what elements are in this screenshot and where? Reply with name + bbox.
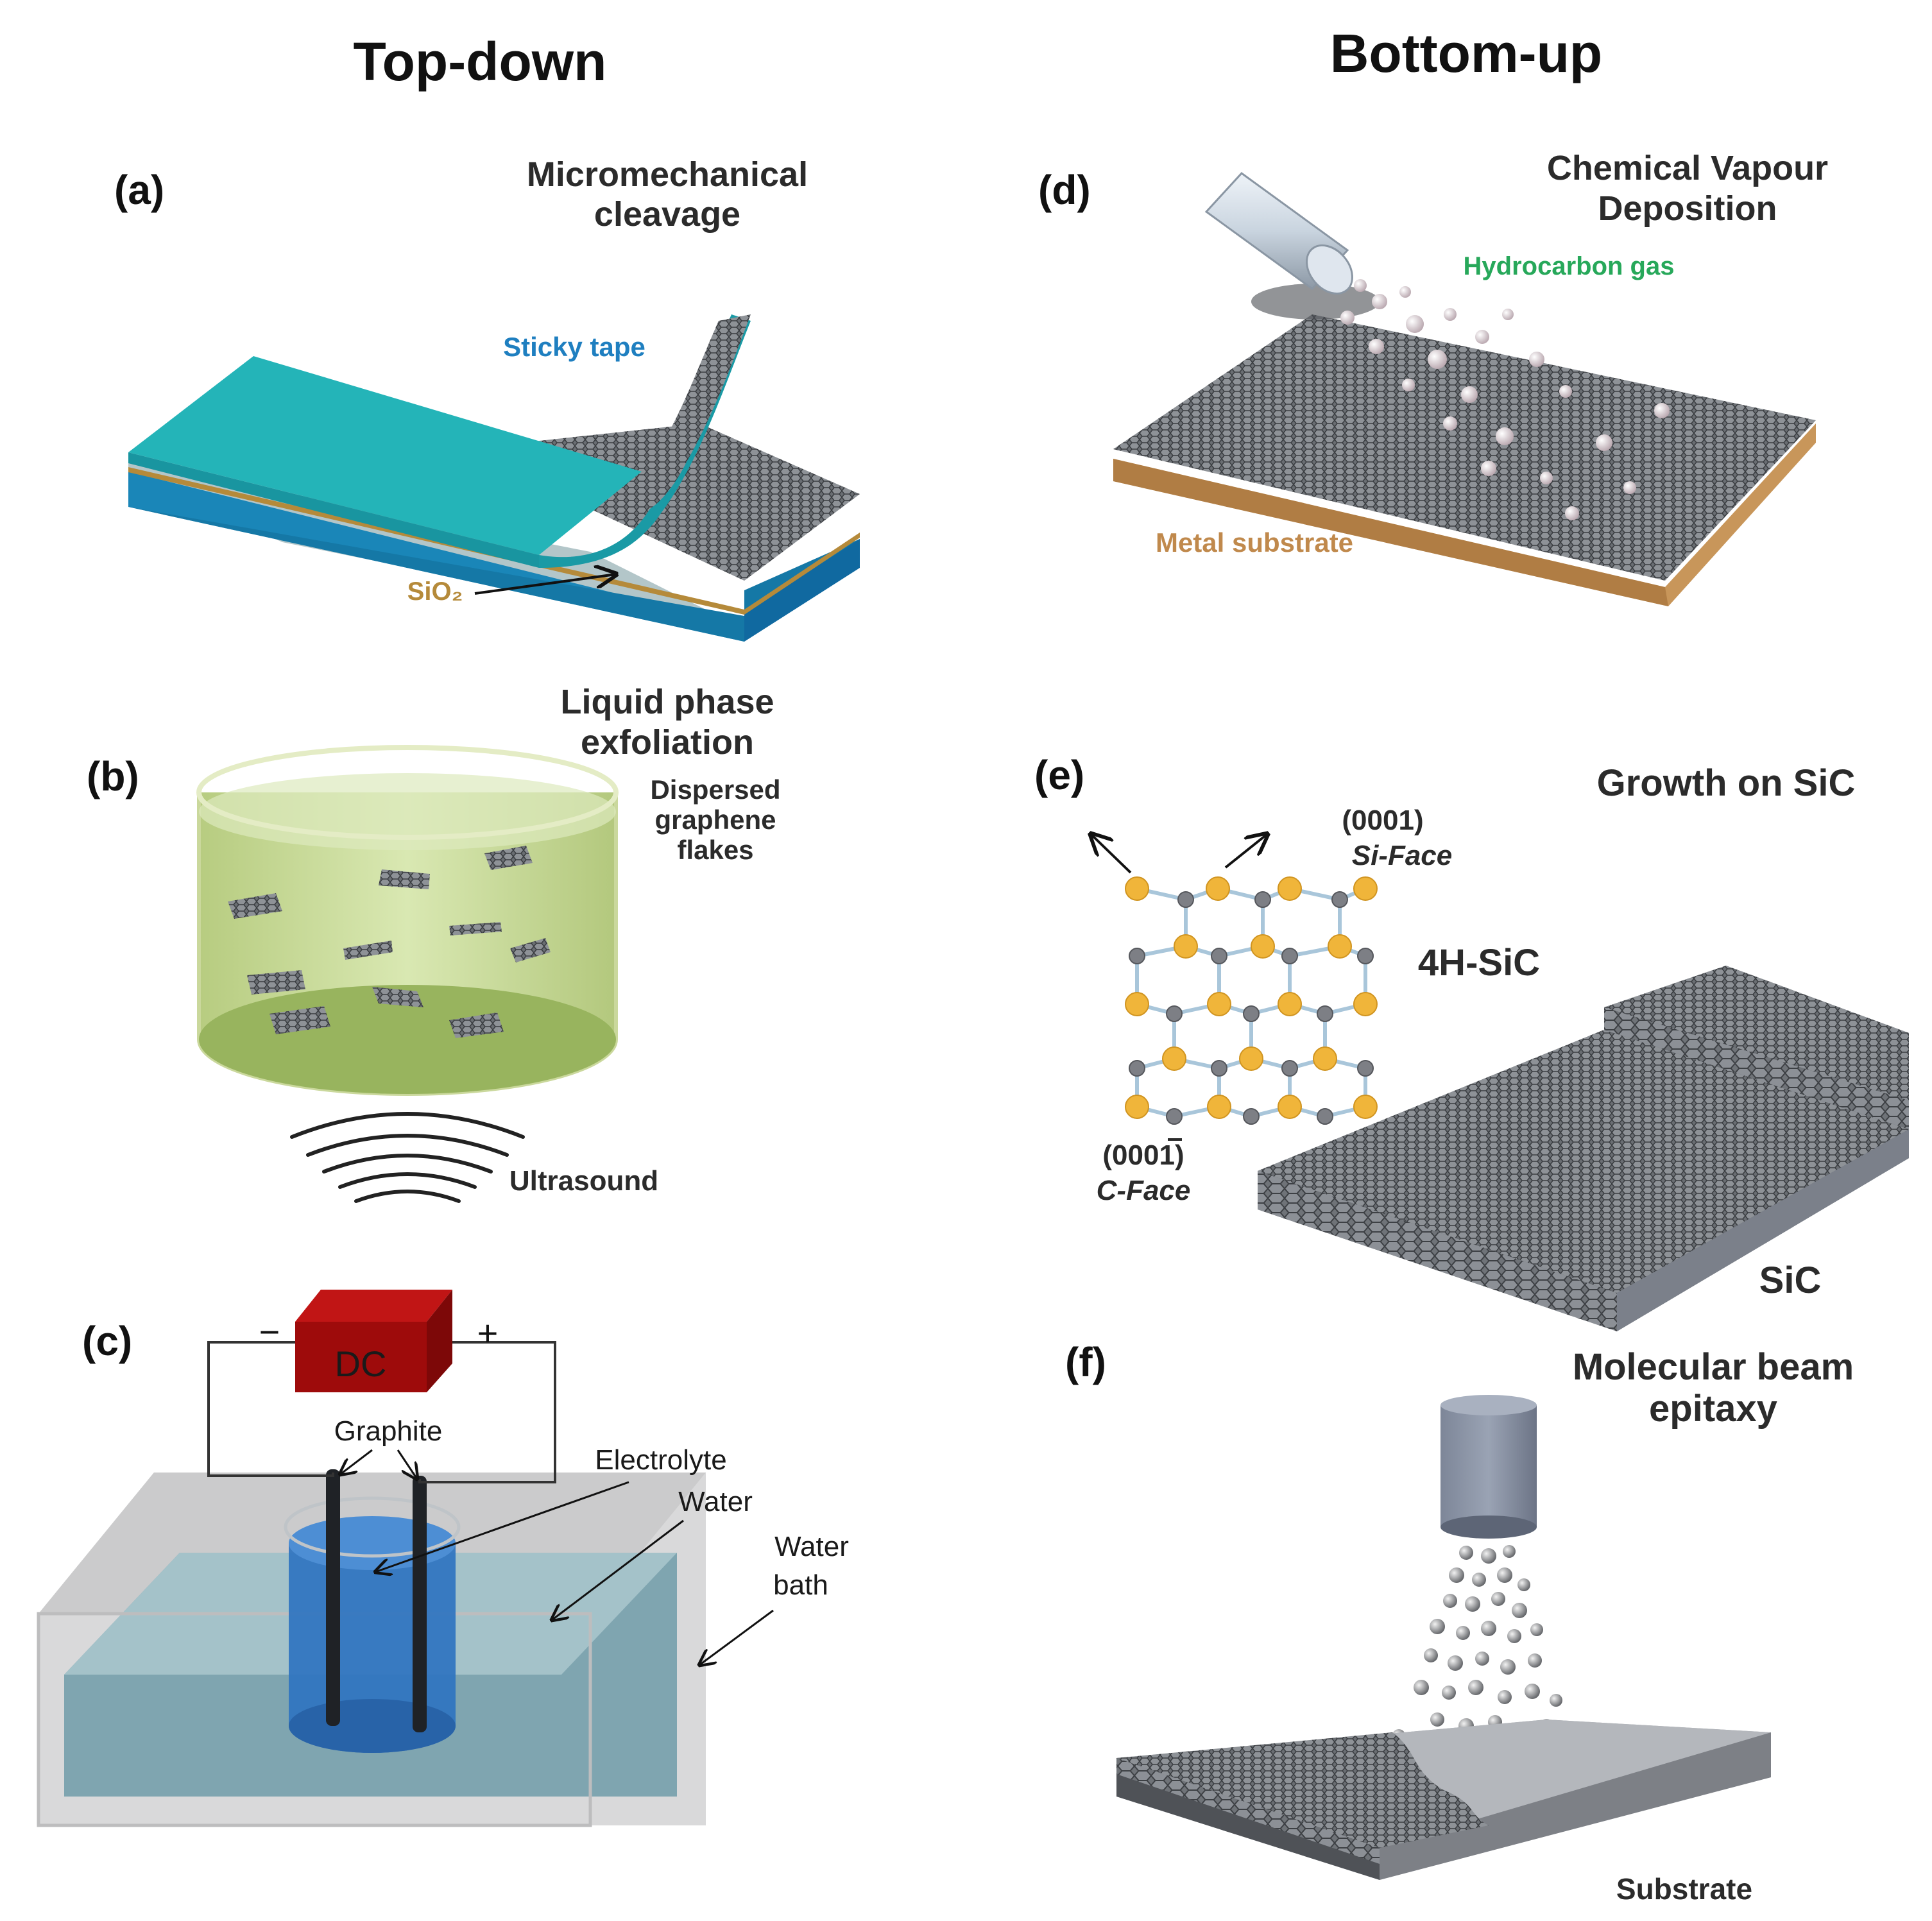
panel-d-title-line2: Deposition [1598,189,1777,228]
c-face-index: (0001) [1102,1140,1184,1171]
flakes-label-line1: Dispersed [650,774,780,805]
panel-f-title-line1: Molecular beam [1573,1346,1854,1388]
mbe-source-cell [1440,1395,1537,1539]
sio2-label: SiO₂ [407,577,463,606]
sublimation-arrow-left [1091,834,1132,874]
beaker [196,745,619,1096]
sublimation-arrow-right [1224,834,1267,869]
hydrocarbon-gas-label: Hydrocarbon gas [1464,252,1675,280]
panel-a: (a) Micromechanical cleavage Sticky tape… [114,155,860,642]
panel-d-tag: (d) [1038,167,1091,213]
ultrasound-waves-icon [290,1112,525,1203]
water-arrow [552,1519,684,1620]
polytype-label: 4H-SiC [1418,942,1540,984]
electrolyte-arrow [375,1481,629,1572]
sticky-tape-label: Sticky tape [503,332,645,362]
panel-a-title-line1: Micromechanical [527,155,808,194]
sio2-pointer [474,574,616,595]
water-bath-label-line2: bath [773,1569,828,1601]
panel-b-title-line1: Liquid phase [560,683,774,721]
sticky-tape [128,314,751,568]
metal-substrate [1113,423,1816,606]
graphite-label: Graphite [334,1415,443,1447]
panel-f-title-line2: epitaxy [1649,1388,1777,1430]
dc-label: DC [335,1344,387,1384]
panel-e: (e) Growth on SiC [1034,752,1909,1331]
graphene-flakes [228,846,551,1038]
panel-c: (c) DC − + Graphite [37,1290,849,1827]
c-face-name: C-Face [1097,1175,1191,1206]
water-label: Water [678,1486,753,1517]
electrolyte-beaker [284,1496,461,1753]
water-bath-arrow [699,1609,774,1665]
panel-f-tag: (f) [1065,1339,1106,1385]
panel-e-tag: (e) [1034,752,1084,798]
panel-b: (b) Liquid phase exfoliation Dispersed g… [87,683,781,1203]
si-face-name: Si-Face [1352,840,1453,871]
panel-a-title-line2: cleavage [594,195,740,234]
graphite-arrow-right [397,1449,417,1479]
graphene-sheet-d [1113,314,1816,581]
sic-label: SiC [1759,1259,1822,1301]
ultrasound-label: Ultrasound [509,1165,658,1197]
panel-e-title: Growth on SiC [1597,762,1856,804]
si-face-index: (0001) [1342,805,1423,836]
panel-c-tag: (c) [82,1318,132,1364]
top-down-header: Top-down [354,31,607,92]
flakes-label-line3: flakes [677,835,753,865]
panel-f: (f) Molecular beam epitaxy [1065,1339,1854,1906]
bottom-up-header: Bottom-up [1330,23,1603,83]
dc-power-supply [295,1290,452,1392]
water-bath-label-line1: Water [774,1531,849,1562]
sic-substrate-block [1258,966,1909,1331]
panel-b-tag: (b) [87,753,139,799]
si-atoms [1125,876,1378,1119]
c-atoms [1129,891,1374,1125]
minus-sign: − [259,1311,280,1352]
panel-d-title-line1: Chemical Vapour [1547,149,1828,187]
plus-sign: + [477,1313,499,1353]
metal-substrate-label: Metal substrate [1156,527,1353,558]
hydrocarbon-molecules [1340,279,1670,520]
substrate-label: Substrate [1616,1872,1752,1906]
graphite-arrow-left [340,1449,373,1474]
flakes-label-line2: graphene [654,805,776,835]
panel-d: (d) Chemical Vapour Deposition [1038,149,1828,606]
graphite-electrodes [326,1469,427,1732]
mbe-substrate [1116,1720,1771,1880]
panel-b-title-line2: exfoliation [581,723,754,762]
gas-nozzle [1204,171,1353,295]
electrolyte-label: Electrolyte [595,1444,726,1476]
sic-crystal-lattice [1135,887,1367,1118]
panel-a-tag: (a) [114,167,164,213]
